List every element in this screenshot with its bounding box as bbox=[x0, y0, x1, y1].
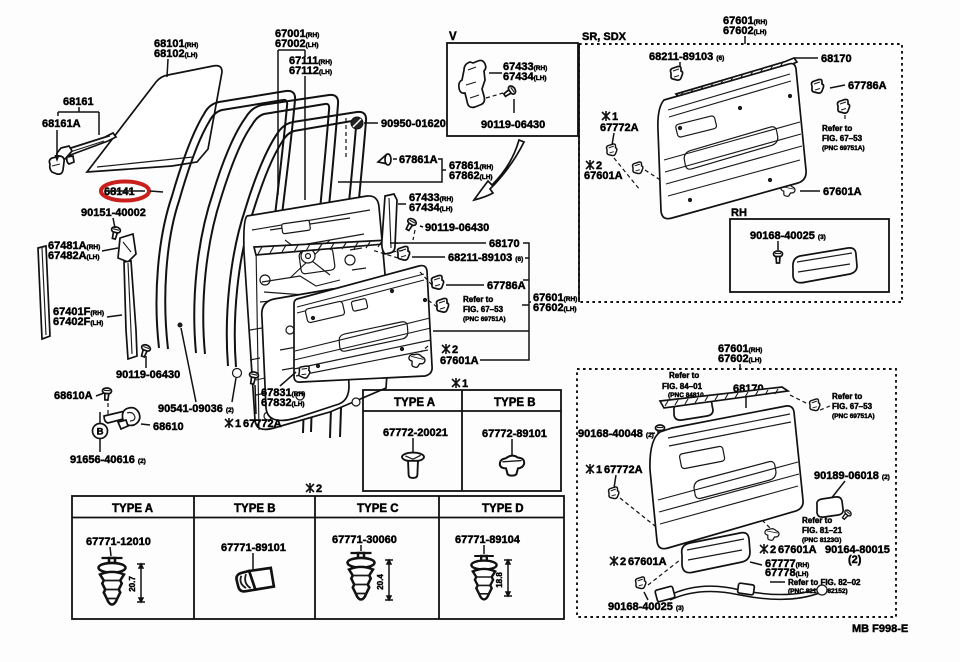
svg-text:TYPE C: TYPE C bbox=[357, 503, 399, 515]
svg-text:90168-40048 (2): 90168-40048 (2) bbox=[578, 428, 654, 440]
svg-text:67772-20021: 67772-20021 bbox=[383, 427, 448, 439]
svg-text:Refer to: Refer to bbox=[822, 124, 852, 133]
svg-text:67772A: 67772A bbox=[604, 464, 643, 476]
svg-text:90168-40025 (3): 90168-40025 (3) bbox=[750, 230, 826, 242]
svg-text:(PNC 84810: (PNC 84810 bbox=[668, 392, 704, 399]
svg-text:90189-06018 (2): 90189-06018 (2) bbox=[814, 470, 890, 482]
svg-text:67601A: 67601A bbox=[628, 556, 667, 568]
svg-text:67771-12010: 67771-12010 bbox=[86, 536, 151, 548]
svg-text:68610A: 68610A bbox=[54, 390, 93, 402]
svg-text:67786A: 67786A bbox=[848, 80, 887, 92]
svg-text:V: V bbox=[449, 31, 457, 43]
svg-text:90950-01620: 90950-01620 bbox=[381, 118, 446, 130]
svg-text:20.7: 20.7 bbox=[128, 576, 137, 592]
svg-text:FIG. 81–21: FIG. 81–21 bbox=[802, 526, 843, 535]
svg-text:90168-40025 (3): 90168-40025 (3) bbox=[608, 601, 684, 613]
svg-text:2: 2 bbox=[770, 544, 776, 556]
svg-text:(PNC 69751A): (PNC 69751A) bbox=[822, 145, 865, 152]
svg-text:67601A: 67601A bbox=[584, 170, 623, 182]
svg-text:FIG. 67–53: FIG. 67–53 bbox=[463, 305, 504, 314]
svg-text:2: 2 bbox=[452, 344, 458, 356]
svg-text:20.4: 20.4 bbox=[376, 574, 385, 590]
svg-text:TYPE B: TYPE B bbox=[494, 397, 536, 409]
svg-text:67601A: 67601A bbox=[778, 544, 817, 556]
svg-text:67771-89104: 67771-89104 bbox=[455, 534, 521, 546]
svg-text:68610: 68610 bbox=[153, 421, 184, 433]
svg-text:MB F998-E: MB F998-E bbox=[852, 623, 908, 635]
svg-text:1: 1 bbox=[612, 111, 618, 123]
svg-text:Refer to: Refer to bbox=[669, 371, 699, 380]
svg-text:67772A: 67772A bbox=[600, 122, 639, 134]
svg-text:(2): (2) bbox=[848, 554, 862, 566]
svg-text:90164-80015: 90164-80015 bbox=[825, 544, 890, 556]
svg-text:1: 1 bbox=[462, 378, 468, 390]
svg-text:67771-30060: 67771-30060 bbox=[332, 534, 397, 546]
svg-text:68161: 68161 bbox=[63, 96, 94, 108]
svg-text:RH: RH bbox=[731, 207, 747, 219]
svg-text:67861A: 67861A bbox=[399, 154, 438, 166]
svg-text:90119-06430: 90119-06430 bbox=[425, 222, 489, 234]
svg-text:90119-06430: 90119-06430 bbox=[481, 119, 545, 131]
svg-text:90151-40002: 90151-40002 bbox=[81, 207, 146, 219]
svg-text:90541-09036 (2): 90541-09036 (2) bbox=[158, 403, 234, 415]
svg-text:FIG. 67–53: FIG. 67–53 bbox=[822, 134, 863, 143]
svg-text:TYPE B: TYPE B bbox=[234, 503, 276, 515]
svg-text:1: 1 bbox=[235, 418, 241, 430]
svg-text:Refer to FIG. 82–02: Refer to FIG. 82–02 bbox=[788, 578, 861, 587]
svg-text:(PNC 69751A): (PNC 69751A) bbox=[832, 413, 875, 420]
svg-text:67772-89101: 67772-89101 bbox=[482, 428, 547, 440]
svg-text:18.8: 18.8 bbox=[495, 572, 504, 588]
svg-text:67601A: 67601A bbox=[823, 186, 862, 198]
svg-text:68161A: 68161A bbox=[42, 118, 81, 130]
svg-text:2: 2 bbox=[620, 556, 626, 568]
svg-text:Refer to: Refer to bbox=[832, 392, 862, 401]
svg-text:91656-40616 (2): 91656-40616 (2) bbox=[70, 454, 146, 466]
svg-text:68170: 68170 bbox=[821, 53, 852, 65]
svg-text:TYPE A: TYPE A bbox=[394, 397, 435, 409]
svg-text:67786A: 67786A bbox=[487, 280, 526, 292]
svg-text:(PNC 69751A): (PNC 69751A) bbox=[463, 316, 506, 323]
svg-text:TYPE D: TYPE D bbox=[482, 503, 524, 515]
svg-text:(PNC 8123G): (PNC 8123G) bbox=[802, 537, 841, 544]
svg-text:68211-89103 (6): 68211-89103 (6) bbox=[448, 252, 523, 264]
svg-text:67771-89101: 67771-89101 bbox=[221, 542, 286, 554]
svg-text:2: 2 bbox=[316, 483, 322, 495]
svg-text:Refer to: Refer to bbox=[802, 516, 832, 525]
svg-text:2: 2 bbox=[596, 160, 602, 172]
svg-text:TYPE A: TYPE A bbox=[112, 503, 153, 515]
svg-text:B: B bbox=[97, 427, 104, 438]
svg-text:68141: 68141 bbox=[104, 186, 135, 198]
svg-text:67772A: 67772A bbox=[243, 418, 282, 430]
svg-text:SR, SDX: SR, SDX bbox=[582, 31, 627, 43]
svg-text:68211-89103 (6): 68211-89103 (6) bbox=[649, 51, 724, 63]
svg-text:67601A: 67601A bbox=[440, 355, 479, 367]
svg-text:1: 1 bbox=[596, 464, 602, 476]
svg-text:Refer to: Refer to bbox=[463, 295, 493, 304]
svg-text:68170: 68170 bbox=[489, 238, 520, 250]
svg-text:90119-06430: 90119-06430 bbox=[116, 369, 180, 381]
svg-text:FIG. 84–01: FIG. 84–01 bbox=[662, 382, 703, 391]
svg-text:FIG. 67–53: FIG. 67–53 bbox=[832, 402, 873, 411]
